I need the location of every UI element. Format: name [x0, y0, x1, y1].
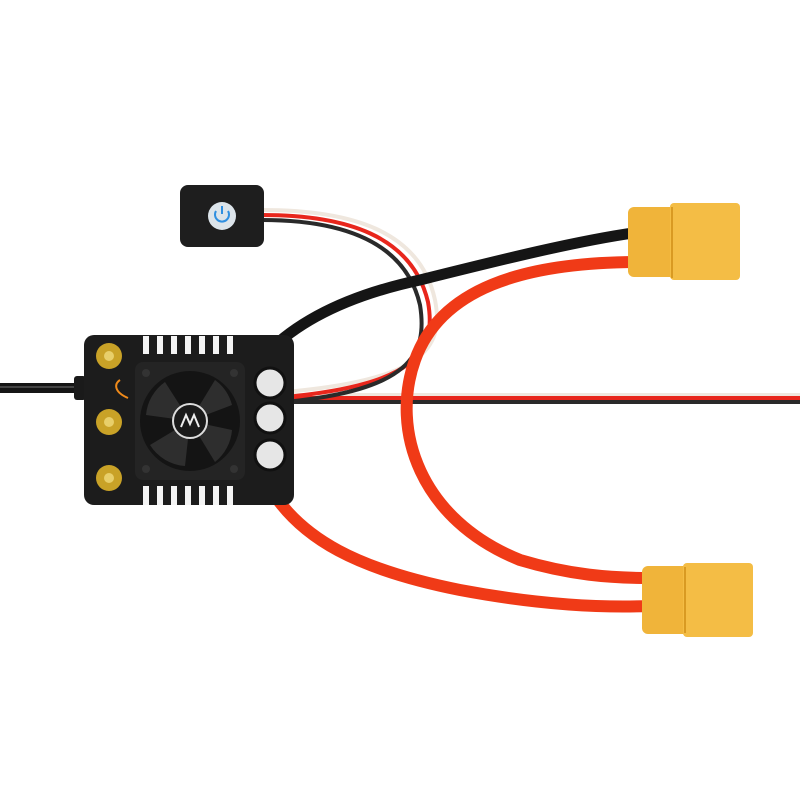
signal-wire: [280, 393, 800, 404]
xt90-connector-top: [628, 203, 740, 280]
xt90-connector-bottom: [642, 563, 753, 637]
red-loop-wire: [400, 256, 656, 584]
switch-wires: [260, 208, 439, 404]
power-icon: [214, 210, 230, 223]
black-power-wire: [262, 226, 646, 358]
power-switch: [180, 185, 264, 247]
cooling-fan: [135, 362, 245, 480]
esc-body: [84, 335, 294, 505]
capacitors: [253, 366, 287, 472]
motor-terminals: [96, 343, 122, 491]
sensor-cable: [0, 376, 86, 400]
red-power-wire: [262, 479, 656, 613]
